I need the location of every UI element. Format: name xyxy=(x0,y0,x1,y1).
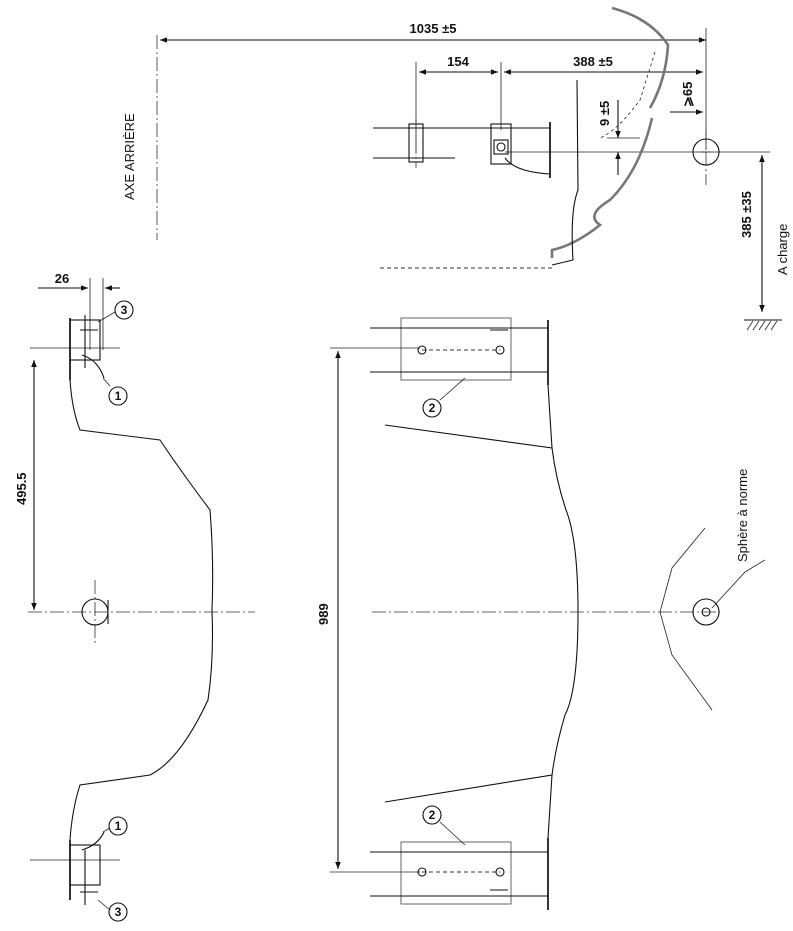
leader xyxy=(97,899,111,911)
dim-side-width: 26 xyxy=(55,271,69,286)
svg-text:1: 1 xyxy=(115,389,122,403)
side-view: AXE ARRIÈRE 1035 ±5 154 388 ±5 ⩾65 9 ±5 … xyxy=(122,6,790,331)
mounting-zone xyxy=(400,317,512,381)
rear-axle-label: AXE ARRIÈRE xyxy=(122,113,137,200)
sphere-leader xyxy=(711,559,766,609)
strut xyxy=(81,354,105,379)
callout-1: 1 xyxy=(108,816,128,836)
dim-full-width: 989 xyxy=(316,603,331,625)
loaded-label: A charge xyxy=(775,224,790,275)
dim-height-loaded: 385 ±35 xyxy=(739,191,754,238)
callout-1: 1 xyxy=(108,386,128,406)
body-edge xyxy=(551,79,579,266)
ground-symbol xyxy=(744,319,782,331)
bumper-profile xyxy=(611,6,670,109)
dim-vertical-offset: 9 ±5 xyxy=(597,101,612,126)
dim-bracket-spacing: 154 xyxy=(447,54,469,69)
tow-ball xyxy=(692,138,720,166)
chassis-rail xyxy=(504,157,551,175)
plan-view: 989 Sphère à norme xyxy=(316,317,766,910)
bracket xyxy=(490,123,512,165)
mount-hole xyxy=(495,345,505,355)
sphere-envelope xyxy=(659,527,713,711)
bumper-outline xyxy=(547,774,553,839)
bumper-outline xyxy=(547,384,553,449)
svg-text:2: 2 xyxy=(429,401,436,415)
leader xyxy=(439,377,466,401)
callout-2: 2 xyxy=(422,398,442,418)
standard-sphere-label: Sphère à norme xyxy=(735,469,750,562)
dim-rear-offset: 388 ±5 xyxy=(573,54,613,69)
bolt-head xyxy=(493,139,509,155)
dim-half-width: 495.5 xyxy=(14,472,29,505)
strut xyxy=(81,831,105,851)
mounting-zone xyxy=(400,841,512,905)
tow-ball xyxy=(692,598,720,626)
tow-ball-center xyxy=(701,607,711,617)
callout-3: 3 xyxy=(108,902,128,922)
leader xyxy=(97,311,116,323)
svg-text:3: 3 xyxy=(121,303,128,317)
mount-hole xyxy=(417,867,427,877)
callout-2: 2 xyxy=(422,805,442,825)
bumper-hidden xyxy=(599,51,656,139)
bolt xyxy=(496,142,506,152)
bumper-outline xyxy=(384,424,579,803)
rear-profile-view: 26 495.5 3 xyxy=(14,271,255,922)
mount-hole xyxy=(495,867,505,877)
mount-hole xyxy=(417,345,427,355)
svg-text:2: 2 xyxy=(429,808,436,822)
dim-min-clearance: ⩾65 xyxy=(680,82,695,107)
svg-text:1: 1 xyxy=(115,819,122,833)
callout-3: 3 xyxy=(114,300,134,320)
dim-overall-length: 1035 ±5 xyxy=(410,21,457,36)
bumper-profile xyxy=(69,379,214,841)
svg-text:3: 3 xyxy=(115,905,122,919)
bumper-profile xyxy=(550,117,654,258)
leader xyxy=(439,821,466,846)
leader xyxy=(102,377,111,387)
